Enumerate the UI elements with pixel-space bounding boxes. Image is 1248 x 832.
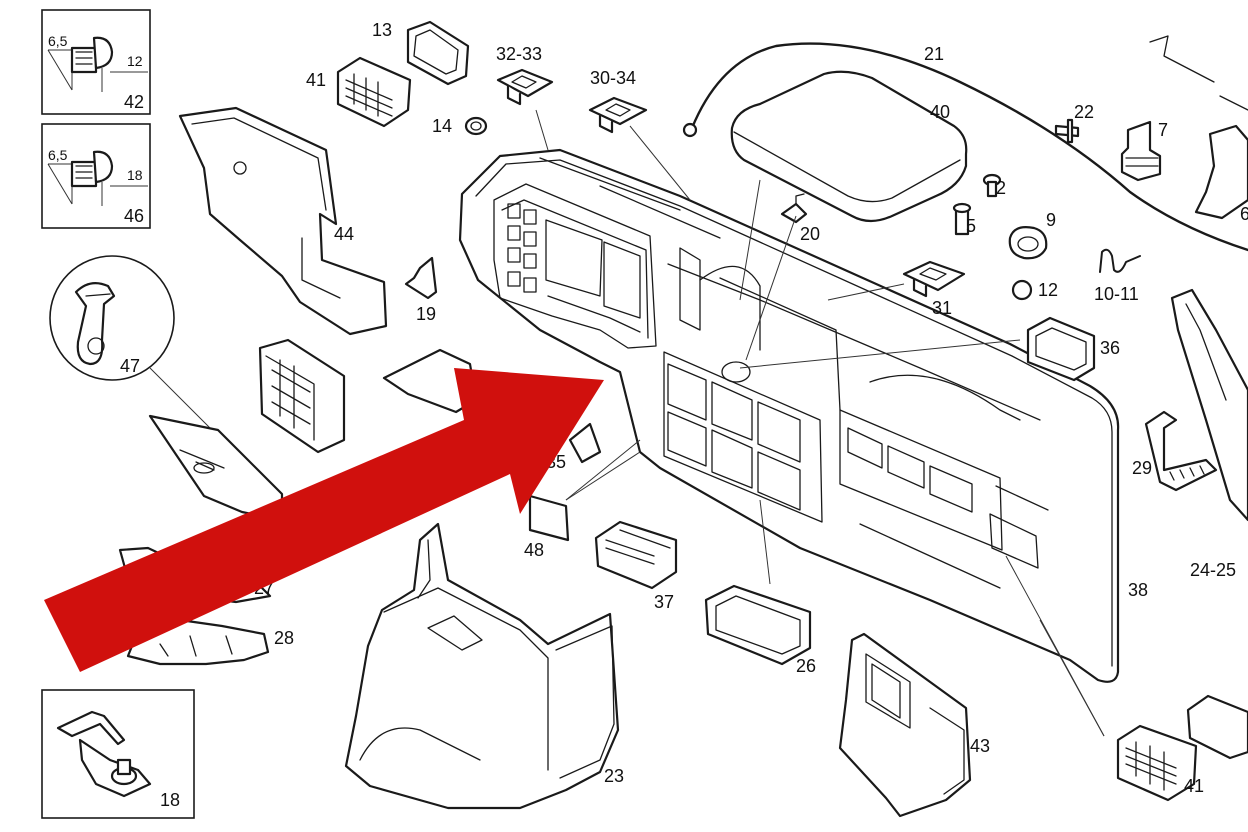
dim-label: 6,5 <box>48 147 68 163</box>
part-number-label: 29 <box>1132 458 1152 478</box>
part-7-knob: 7 <box>1120 120 1168 182</box>
part-number-label: 20 <box>800 224 820 244</box>
part-48-bracket: 48 <box>524 451 641 560</box>
part-19-clip: 19 <box>404 256 438 324</box>
part-30-34-clip: 30-34 <box>588 68 648 134</box>
part-number-label: 28 <box>274 628 294 648</box>
inset-screw-42: 6,5 12 42 <box>41 9 151 115</box>
part-5-screw: 5 <box>952 202 976 236</box>
part-number-label: 19 <box>416 304 436 324</box>
part-number-label: 38 <box>1128 580 1148 600</box>
inset-bracket-18: 18 <box>41 689 195 819</box>
part-number-label: 10-11 <box>1094 284 1139 304</box>
part-41-vent-top: 41 <box>306 56 412 128</box>
part-20-clip: 20 <box>780 193 820 244</box>
part-number-label: 12 <box>1038 280 1058 300</box>
part-6-bracket: 6 <box>1149 35 1248 224</box>
part-number-label: 43 <box>970 736 990 756</box>
part-number-label: 5 <box>966 216 976 236</box>
part-26-vent: 26 <box>704 499 816 676</box>
part-number-label: 41 <box>306 70 326 90</box>
part-40-cover: 40 <box>730 70 968 223</box>
dim-label: 12 <box>127 53 143 69</box>
part-number-label: 9 <box>1046 210 1056 230</box>
part-number-label: 2 <box>996 178 1006 198</box>
part-31-clip: 31 <box>827 260 966 318</box>
part-22-pin: 22 <box>1054 102 1094 144</box>
part-number-label: 24-25 <box>1190 560 1236 580</box>
part-32-33-clip: 32-33 <box>496 44 554 106</box>
part-number-label: 40 <box>930 102 950 122</box>
leader-lines <box>535 109 797 501</box>
part-29-seal: 29 <box>1132 410 1218 492</box>
part-38-dashboard: 38 <box>458 148 1148 683</box>
dim-label: 18 <box>127 167 143 183</box>
part-14-grommet: 14 <box>432 116 488 136</box>
part-number-label: 6 <box>1240 204 1248 224</box>
part-number-label: 47 <box>120 356 140 376</box>
fuse-box <box>258 338 346 454</box>
part-10-11-spring: 10-11 <box>1094 248 1141 304</box>
part-12-plug: 12 <box>1011 279 1058 301</box>
part-9-grommet: 9 <box>1008 210 1056 260</box>
part-glovebox-left <box>148 414 284 522</box>
part-number-label: 36 <box>1100 338 1120 358</box>
red-arrow-indicator <box>44 368 604 672</box>
part-21-cable: 21 <box>682 42 1248 252</box>
part-number-label: 42 <box>124 92 144 112</box>
part-number-label: 21 <box>924 44 944 64</box>
part-number-label: 44 <box>334 224 354 244</box>
dim-label: 6,5 <box>48 33 68 49</box>
part-36-vent: 36 <box>739 316 1120 382</box>
part-number-label: 13 <box>372 20 392 40</box>
part-number-label: 26 <box>796 656 816 676</box>
part-13-frame: 13 <box>372 20 470 86</box>
part-number-label: 30-34 <box>590 68 636 88</box>
part-number-label: 32-33 <box>496 44 542 64</box>
part-number-label: 48 <box>524 540 544 560</box>
pillar-trim: 24-25 <box>1170 288 1248 580</box>
part-2-screw: 2 <box>982 173 1006 198</box>
part-number-label: 46 <box>124 206 144 226</box>
part-number-label: 37 <box>654 592 674 612</box>
part-41-vent-bottom: 41 <box>1005 555 1248 802</box>
part-37-vent: 37 <box>594 520 678 612</box>
part-number-label: 23 <box>604 766 624 786</box>
detail-circle-47: 47 <box>49 255 215 433</box>
part-23-lower-console: 23 <box>344 522 624 810</box>
part-number-label: 31 <box>932 298 952 318</box>
part-number-label: 41 <box>1184 776 1204 796</box>
part-43-panel: 43 <box>838 632 990 818</box>
inset-screw-46: 6,5 18 46 <box>41 123 151 229</box>
part-number-label: 22 <box>1074 102 1094 122</box>
part-number-label: 7 <box>1158 120 1168 140</box>
part-number-label: 18 <box>160 790 180 810</box>
part-44-side-panel: 44 <box>178 106 388 336</box>
part-number-label: 14 <box>432 116 452 136</box>
